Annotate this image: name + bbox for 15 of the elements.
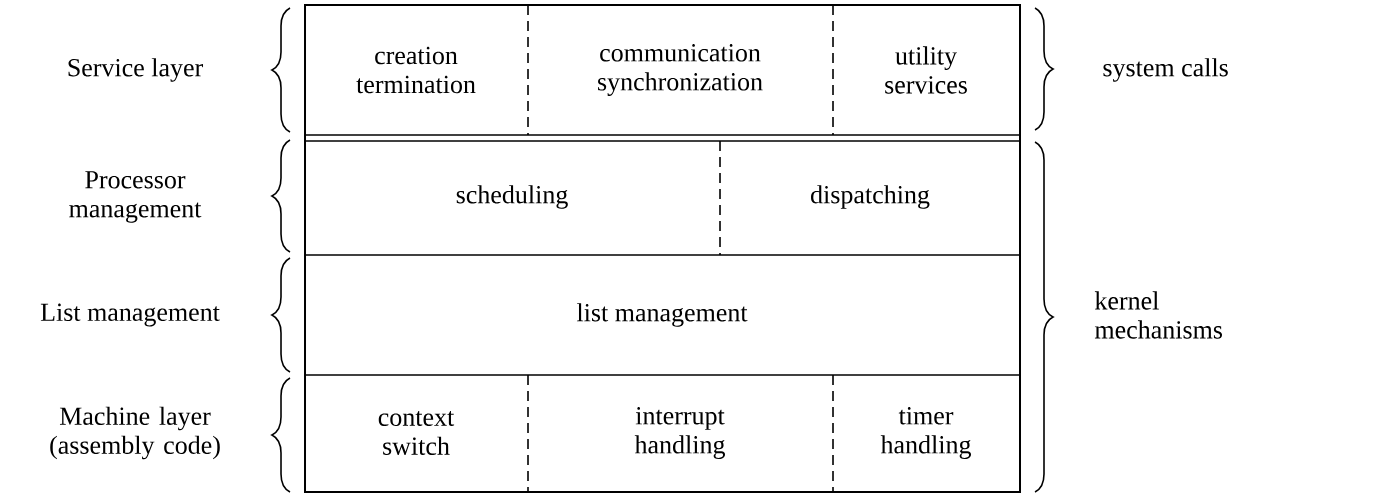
- layer-cell: dispatching: [811, 185, 930, 209]
- layer-cell: scheduling: [456, 185, 568, 209]
- layer-cell: communication synchronization: [598, 44, 763, 96]
- layer-label: kernel mechanisms: [1094, 291, 1222, 339]
- layer-cell: utility services: [885, 46, 967, 94]
- layer-cell: interrupt handling: [634, 407, 726, 459]
- layer-label: Processor management: [69, 171, 202, 223]
- layer-cell: timer handling: [880, 407, 972, 459]
- layer-cell: creation termination: [356, 46, 476, 94]
- layer-label: Service layer: [68, 58, 203, 82]
- layer-cell: context switch: [378, 411, 455, 455]
- layer-label: Machine layer (assembly code): [50, 406, 220, 460]
- layer-label: List management: [40, 303, 220, 327]
- layer-label: system calls: [1103, 58, 1228, 82]
- layer-cell: list management: [577, 303, 748, 327]
